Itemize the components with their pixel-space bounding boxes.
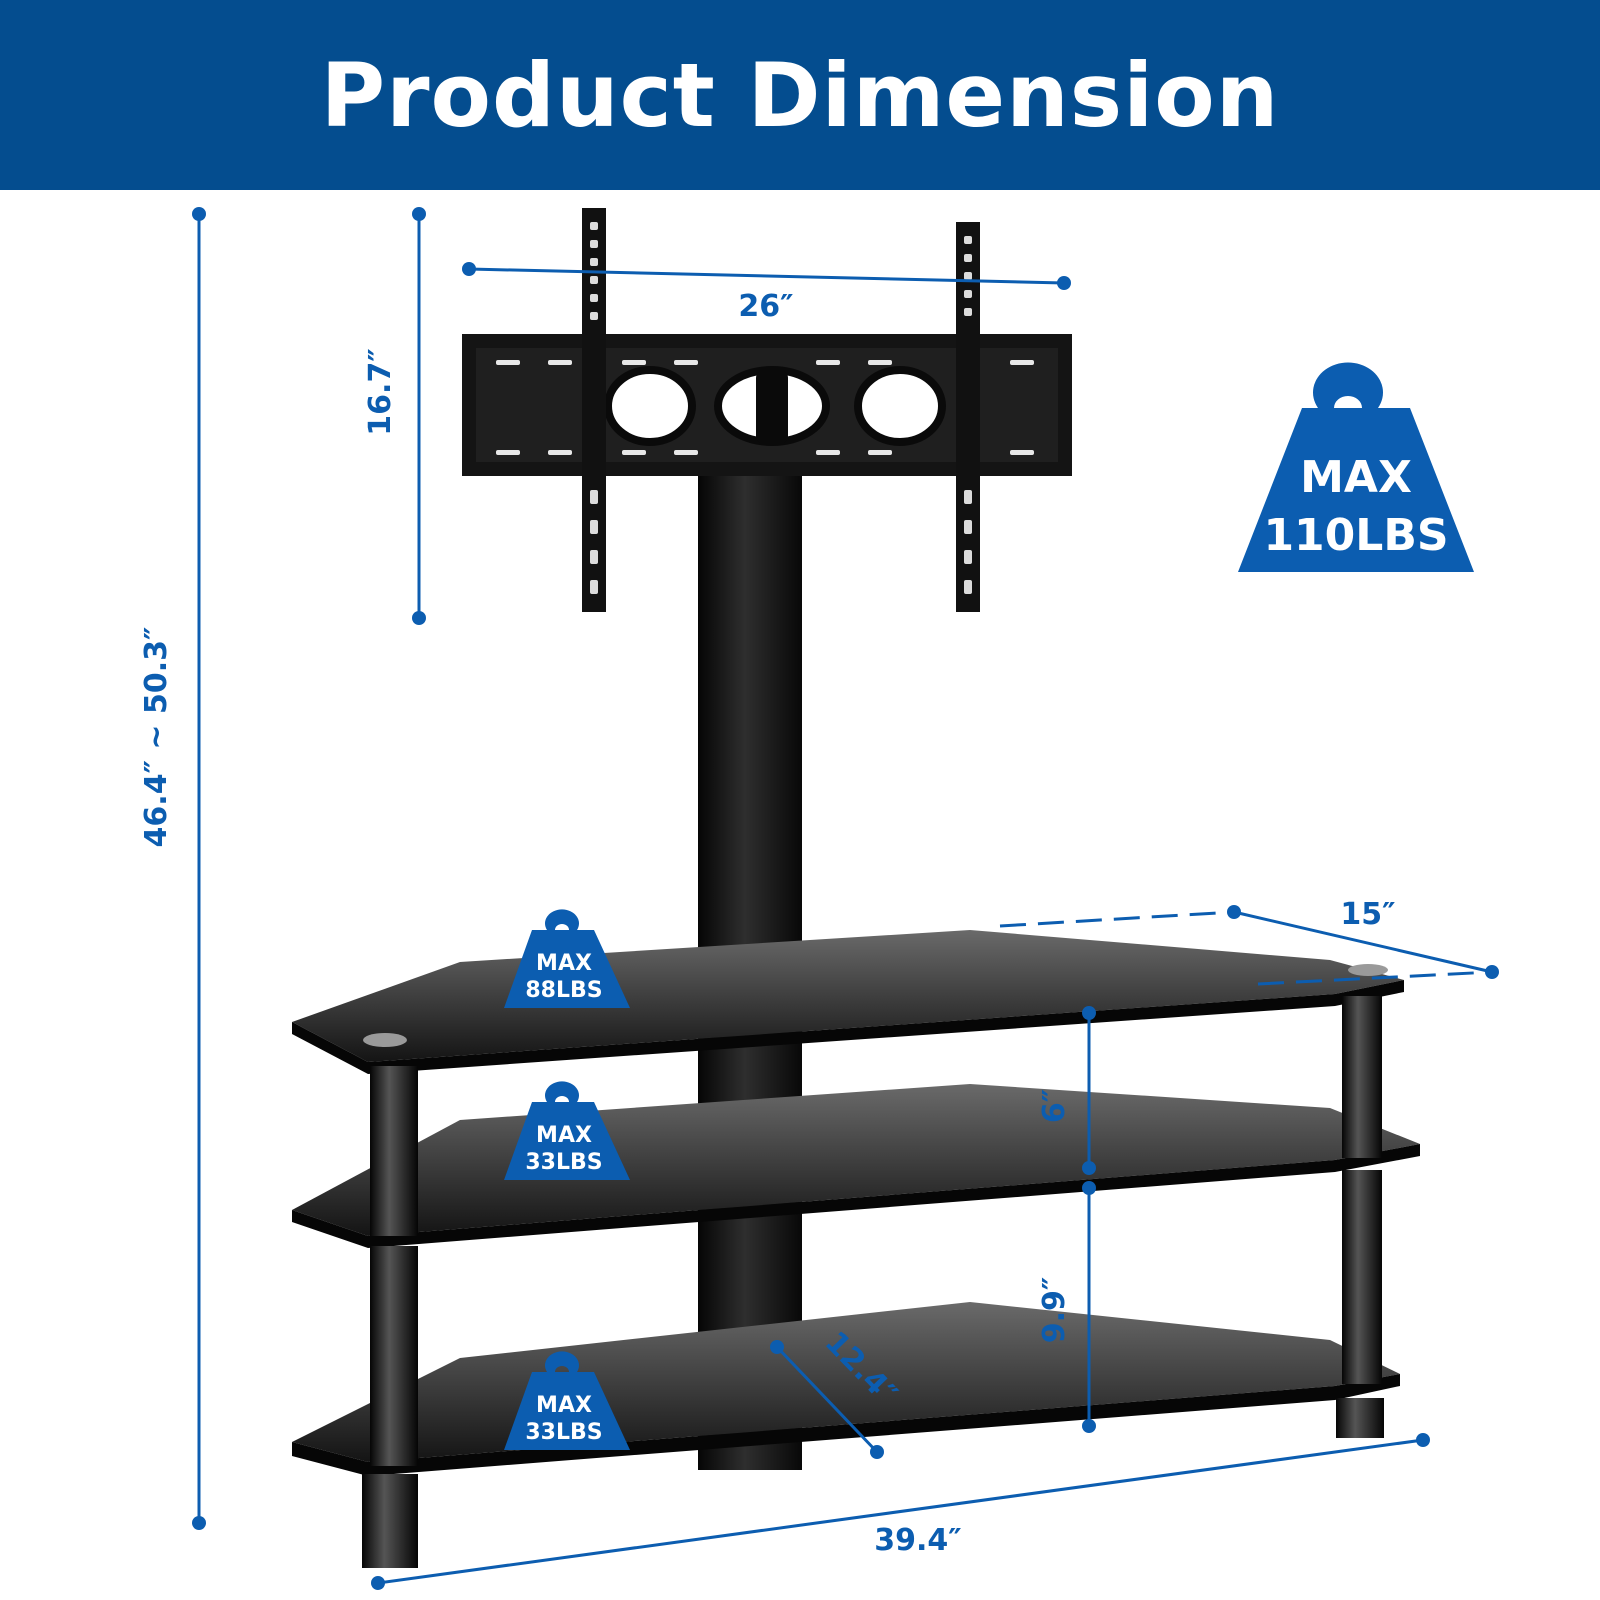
mount-load-line2: 110LBS	[1263, 510, 1448, 561]
top-shelf-load-line2: 88LBS	[525, 978, 602, 1003]
middle-shelf-load-badge: MAX 33LBS	[504, 1081, 630, 1180]
rear-right-leg-upper	[1342, 996, 1382, 1158]
overall-width-line	[377, 1438, 1424, 1585]
bottom-shelf-load-line1: MAX	[536, 1393, 592, 1418]
mount-height-label: 16.7″	[363, 348, 398, 435]
dimension-lines	[197, 214, 1493, 1585]
base-depth-line	[775, 1345, 879, 1454]
mount-load-badge: MAX 110LBS	[1238, 362, 1474, 572]
top-shelf-load-line1: MAX	[536, 951, 592, 976]
vesa-mount	[462, 208, 1072, 612]
mount-width-line	[468, 267, 1065, 285]
shelf-depth-line	[1233, 910, 1493, 974]
header-banner: Product Dimension	[0, 0, 1600, 190]
page-title: Product Dimension	[320, 43, 1280, 147]
front-left-leg-mid	[370, 1246, 418, 1466]
front-left-leg-upper	[370, 1066, 418, 1236]
top-shelf-load-badge: MAX 88LBS	[504, 909, 630, 1008]
rear-right-foot	[1336, 1398, 1384, 1438]
front-left-foot	[362, 1474, 418, 1568]
middle-shelf-load-line2: 33LBS	[525, 1150, 602, 1175]
weight-icon	[504, 1081, 630, 1180]
shelf-gap-bottom-label: 9.9″	[1037, 1277, 1072, 1344]
weight-icon	[1238, 362, 1474, 572]
bottom-shelf-load-line2: 33LBS	[525, 1420, 602, 1445]
shelf-depth-guide-bottom	[1257, 970, 1493, 986]
shelf-depth-label: 15″	[1340, 897, 1395, 932]
dimension-endpoints	[192, 207, 1499, 1590]
weight-icon	[504, 909, 630, 1008]
bottom-shelf-load-badge: MAX 33LBS	[504, 1351, 630, 1450]
mount-load-line1: MAX	[1300, 452, 1412, 503]
middle-shelf-load-line1: MAX	[536, 1123, 592, 1148]
shelf-depth-guide-top	[999, 910, 1235, 928]
mount-width-label: 26″	[738, 289, 793, 324]
overall-width-label: 39.4″	[874, 1523, 961, 1558]
weight-icon	[504, 1351, 630, 1450]
middle-shelf	[292, 1084, 1420, 1248]
overall-height-label: 46.4″ ~ 50.3″	[139, 627, 174, 848]
shelf-gap-top-label: 6″	[1037, 1089, 1072, 1123]
rear-right-leg-mid	[1342, 1170, 1382, 1384]
top-shelf	[292, 930, 1404, 1074]
